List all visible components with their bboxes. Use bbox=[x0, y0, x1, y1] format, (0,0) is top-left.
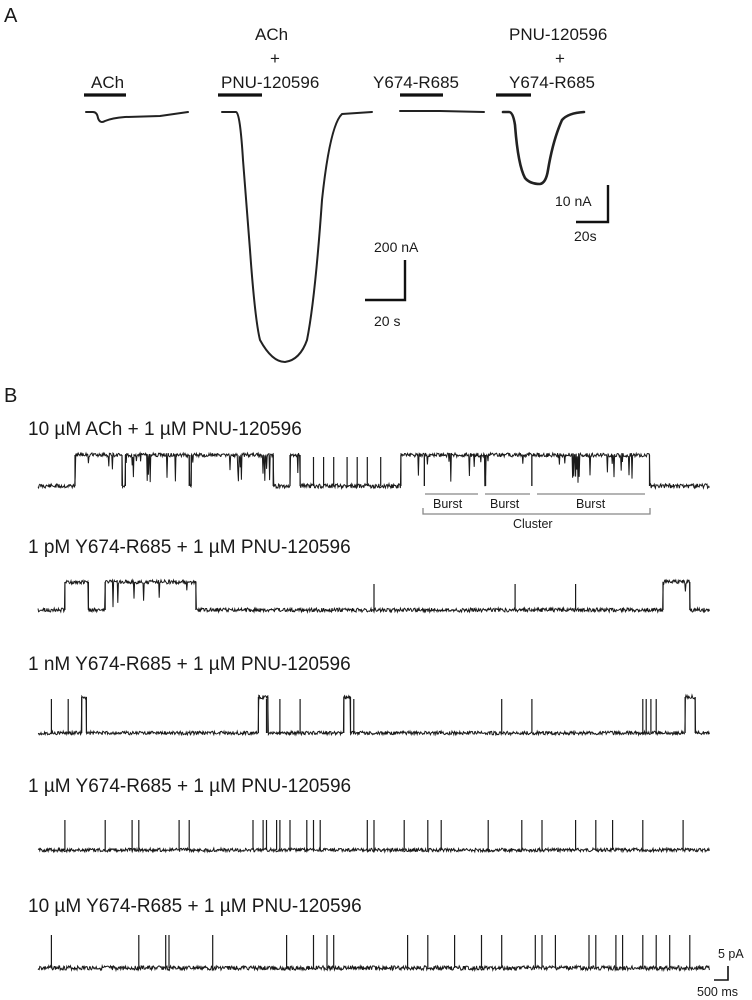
trace-noise-line bbox=[37, 846, 710, 854]
pnu-y674-label-line1: PNU-120596 bbox=[509, 25, 607, 44]
y674-label: Y674-R685 bbox=[373, 73, 459, 92]
cluster-bracket bbox=[422, 508, 651, 515]
trace-noise-line bbox=[37, 693, 710, 737]
y674-current-trace bbox=[399, 110, 485, 113]
burst-3-label: Burst bbox=[576, 497, 606, 511]
pnu-y674-label-plus: + bbox=[555, 49, 565, 68]
scale-small-x-label: 20s bbox=[574, 228, 597, 244]
scale-bar-large bbox=[365, 260, 407, 302]
pnu-y674-current-trace bbox=[501, 110, 586, 186]
scale-b-y-label: 5 pA bbox=[718, 947, 744, 961]
row-4-title: 1 µM Y674-R685 + 1 µM PNU-120596 bbox=[28, 776, 351, 797]
panel-b-label: B bbox=[4, 385, 17, 407]
single-channel-trace-row-4 bbox=[37, 820, 710, 854]
row-1-title: 10 µM ACh + 1 µM PNU-120596 bbox=[28, 419, 302, 440]
burst-cluster-annotation: Burst Burst Burst Cluster bbox=[422, 493, 651, 531]
ach-pnu-label-line1: ACh bbox=[255, 25, 288, 44]
ach-label: ACh bbox=[91, 73, 124, 92]
trace-noise-line bbox=[37, 578, 710, 614]
panel-a-label: A bbox=[4, 5, 18, 27]
ach-pnu-current-trace bbox=[221, 111, 373, 363]
scale-bar-b bbox=[714, 966, 729, 981]
row-3-title: 1 nM Y674-R685 + 1 µM PNU-120596 bbox=[28, 654, 351, 675]
scale-large-x-label: 20 s bbox=[374, 313, 400, 329]
scale-b-x-label: 500 ms bbox=[697, 985, 738, 999]
cluster-label: Cluster bbox=[513, 517, 553, 531]
burst-1-label: Burst bbox=[433, 497, 463, 511]
scale-large-y-label: 200 nA bbox=[374, 239, 419, 255]
trace-noise-line bbox=[37, 451, 710, 491]
row-2-title: 1 pM Y674-R685 + 1 µM PNU-120596 bbox=[28, 537, 351, 558]
burst-2-label: Burst bbox=[490, 497, 520, 511]
scale-small-y-label: 10 nA bbox=[555, 193, 592, 209]
ach-pnu-label-plus: + bbox=[270, 49, 280, 68]
single-channel-trace-row-1 bbox=[37, 451, 710, 491]
single-channel-trace-row-2 bbox=[37, 578, 710, 614]
row-5-title: 10 µM Y674-R685 + 1 µM PNU-120596 bbox=[28, 896, 362, 917]
trace-noise-line bbox=[37, 963, 710, 973]
single-channel-trace-row-5 bbox=[37, 935, 710, 973]
ach-current-trace bbox=[85, 111, 189, 123]
pnu-y674-label-line3: Y674-R685 bbox=[509, 73, 595, 92]
single-channel-trace-row-3 bbox=[37, 693, 710, 737]
ach-pnu-label-line3: PNU-120596 bbox=[221, 73, 319, 92]
scale-bar-small bbox=[576, 185, 610, 224]
